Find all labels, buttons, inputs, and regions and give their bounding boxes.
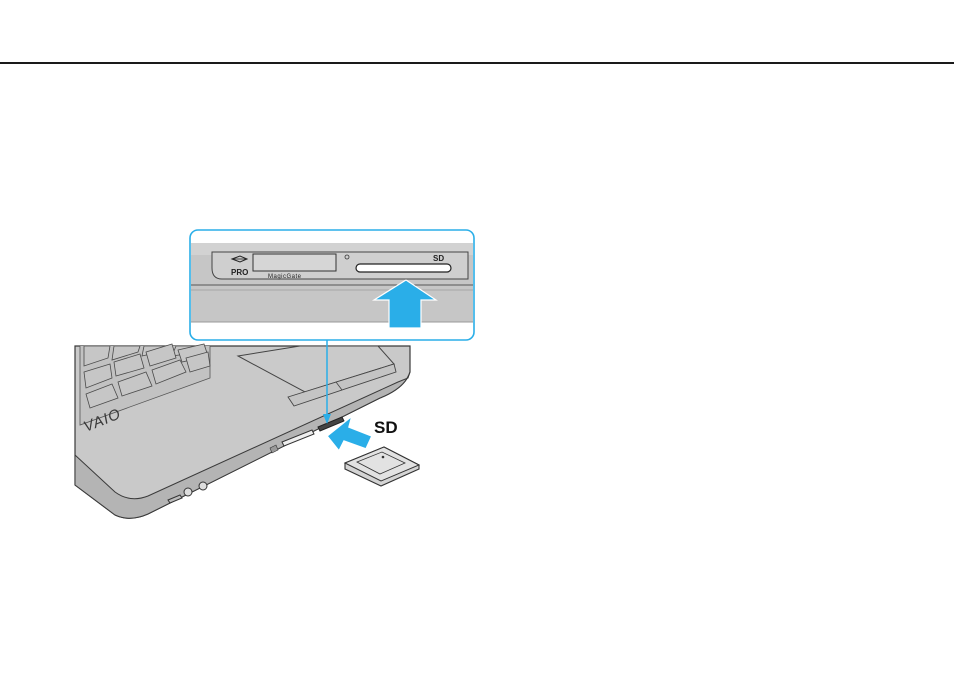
magicgate-label: MagicGate — [268, 274, 302, 280]
slot-detail-callout: PRO MagicGate SD — [190, 230, 474, 340]
pro-label: PRO — [231, 268, 248, 277]
sd-card — [345, 447, 419, 486]
callout-label: SD — [374, 418, 398, 437]
sd-slot-label: SD — [433, 254, 444, 263]
memory-stick-slot — [253, 254, 336, 271]
sd-slot-detail — [356, 264, 451, 272]
